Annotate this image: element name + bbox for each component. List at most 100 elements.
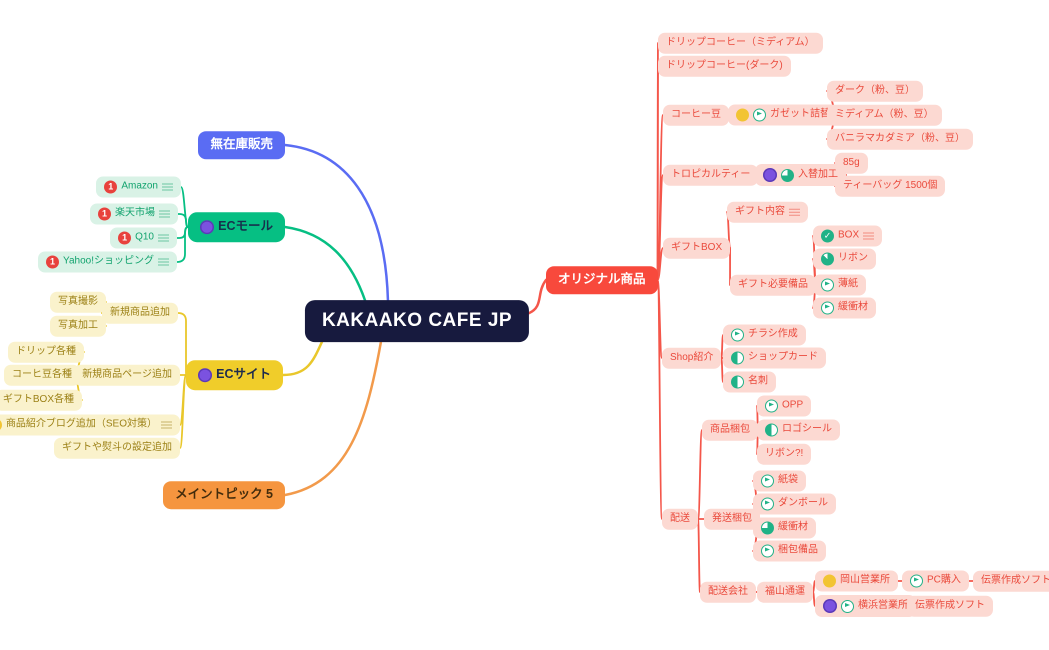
topic-usugami[interactable]: 薄紙 (813, 274, 866, 296)
topic-shop-shokai[interactable]: Shop紹介 (662, 347, 722, 369)
topic-main-topic-5[interactable]: メイントピック 5 (163, 481, 285, 509)
topic-blog-seo[interactable]: 商品紹介ブログ追加（SEO対策） (0, 414, 180, 436)
topic-label: オリジナル商品 (558, 272, 646, 287)
topic-kanshozai-hasso[interactable]: 緩衝材 (753, 517, 816, 539)
task-3-4-icon (761, 521, 774, 535)
topic-label: Amazon (121, 180, 158, 192)
topic-label: ギフト内容 (735, 205, 785, 217)
topic-danball[interactable]: ダンボール (753, 493, 836, 515)
topic-medium-kona-mame[interactable]: ミディアム（粉、豆） (827, 104, 942, 126)
topic-box[interactable]: BOX (813, 225, 883, 247)
topic-label: ドリップコーヒー(ダーク) (666, 59, 783, 71)
topic-label: 配送会社 (708, 585, 748, 597)
topic-label: ロゴシール (782, 423, 832, 435)
topic-tropical-tea[interactable]: トロピカルティー (663, 164, 759, 186)
topic-gift-noshi-settei[interactable]: ギフトや熨斗の設定追加 (54, 437, 180, 459)
topic-label: 写真撮影 (58, 295, 98, 307)
topic-hasso-konpo[interactable]: 発送梱包 (704, 508, 760, 530)
topic-drip-kakushu[interactable]: ドリップ各種 (8, 341, 84, 363)
task-start-icon (821, 278, 834, 292)
topic-label: ドリップコーヒー（ミディアム） (666, 36, 815, 48)
topic-kamibukuro[interactable]: 紙袋 (753, 470, 806, 492)
task-half-icon (765, 423, 778, 437)
topic-shashin-satsuei[interactable]: 写真撮影 (50, 291, 106, 313)
topic-gift-hitsuyo-bihin[interactable]: ギフト必要備品 (730, 274, 816, 296)
topic-q10[interactable]: Q10 (110, 227, 177, 249)
priority-1-icon (46, 255, 60, 269)
topic-label: 入替加工 (798, 168, 838, 180)
topic-label: 紙袋 (778, 474, 798, 486)
task-start-icon (761, 474, 774, 488)
topic-denpyo-soft-yokohama[interactable]: 伝票作成ソフト (907, 595, 993, 617)
task-done-icon (821, 229, 834, 243)
topic-coffee-mame[interactable]: コーヒー豆 (663, 104, 729, 126)
topic-kanshozai-gift[interactable]: 緩衝材 (813, 297, 876, 319)
topic-ec-mall[interactable]: ECモール (188, 212, 285, 242)
topic-label: BOX (838, 229, 860, 241)
topic-label: PC購入 (927, 574, 961, 586)
topic-g85[interactable]: 85g (835, 152, 868, 174)
topic-shinki-page-tsuika[interactable]: 新規商品ページ追加 (74, 364, 180, 386)
topic-denpyo-soft-okayama[interactable]: 伝票作成ソフト (973, 570, 1049, 592)
topic-shashin-kako[interactable]: 写真加工 (50, 315, 106, 337)
topic-meishi[interactable]: 名刺 (723, 371, 776, 393)
task-start-icon (753, 108, 766, 122)
topic-vanilla-macadamia[interactable]: バニラマカダミア（粉、豆） (827, 128, 973, 150)
task-start-icon (841, 599, 854, 613)
topic-haiso[interactable]: 配送 (662, 508, 698, 530)
topic-fukuyama-tsuun[interactable]: 福山通運 (757, 581, 813, 603)
topic-coffee-mame-kakushu[interactable]: コーヒ豆各種 (4, 364, 80, 386)
topic-yahoo-shopping[interactable]: Yahoo!ショッピング (38, 251, 177, 273)
topic-logo-seal[interactable]: ロゴシール (757, 419, 840, 441)
topic-label: 写真加工 (58, 319, 98, 331)
topic-original-shohin[interactable]: オリジナル商品 (546, 266, 658, 294)
topic-haiso-gaisha[interactable]: 配送会社 (700, 581, 756, 603)
topic-opp[interactable]: OPP (757, 395, 812, 417)
topic-label: チラシ作成 (748, 328, 798, 340)
topic-amazon[interactable]: Amazon (96, 176, 181, 198)
topic-okayama-eigyosho[interactable]: 岡山営業所 (815, 570, 898, 592)
topic-label: 85g (843, 156, 860, 168)
topic-shop-card[interactable]: ショップカード (723, 347, 826, 369)
topic-label: OPP (782, 399, 804, 411)
topic-konpo-bihin[interactable]: 梱包備品 (753, 540, 826, 562)
topic-ribbon-gift[interactable]: リボン (813, 248, 876, 270)
topic-label: 商品梱包 (710, 423, 750, 435)
topic-gift-box[interactable]: ギフトBOX (663, 237, 731, 259)
topic-label: 梱包備品 (778, 544, 818, 556)
topic-drip-coffee-dark[interactable]: ドリップコーヒー(ダーク) (658, 55, 791, 77)
notes-icon (789, 208, 800, 217)
topic-label: ダンボール (778, 497, 828, 509)
topic-label: コーヒ豆各種 (12, 368, 72, 380)
task-start-icon (765, 399, 778, 413)
topic-gift-naiyo[interactable]: ギフト内容 (727, 201, 808, 223)
topic-irekae-kako[interactable]: 入替加工 (755, 164, 846, 186)
topic-label: 発送梱包 (712, 512, 752, 524)
topic-rakuten-ichiba[interactable]: 楽天市場 (90, 203, 178, 225)
topic-label: 無在庫販売 (210, 137, 273, 152)
topic-dark-kona-mame[interactable]: ダーク（粉、豆） (827, 80, 923, 102)
topic-label: ショップカード (748, 351, 818, 363)
topic-label: リボン (838, 252, 868, 264)
notes-icon (863, 232, 875, 241)
topic-teabag-1500[interactable]: ティーバッグ 1500個 (835, 175, 946, 197)
priority-1-icon (104, 180, 118, 194)
topic-shinki-shohin-tsuika[interactable]: 新規商品追加 (102, 302, 178, 324)
topic-drip-coffee-medium[interactable]: ドリップコーヒー（ミディアム） (658, 32, 823, 54)
topic-shohin-konpo[interactable]: 商品梱包 (702, 419, 758, 441)
topic-ribbon-q[interactable]: リボン?! (757, 443, 812, 465)
topic-muzaiko-hanbai[interactable]: 無在庫販売 (198, 131, 285, 159)
topic-label: 新規商品ページ追加 (82, 368, 172, 380)
topic-gazette-tsumekae[interactable]: ガゼット詰替 (728, 104, 838, 126)
topic-yokohama-eigyosho[interactable]: 横浜営業所 (815, 595, 916, 617)
topic-giftbox-kakushu[interactable]: ギフトBOX各種 (0, 389, 82, 411)
topic-label: 商品紹介ブログ追加（SEO対策） (5, 418, 157, 430)
priority-1-icon (98, 207, 111, 221)
topic-label: リボン?! (765, 447, 804, 459)
task-half-icon (731, 351, 744, 365)
topic-pc-konyu[interactable]: PC購入 (902, 570, 969, 592)
topic-central[interactable]: KAKAAKO CAFE JP (304, 300, 530, 342)
topic-ec-site[interactable]: ECサイト (186, 360, 283, 390)
topic-chirashi-sakusei[interactable]: チラシ作成 (723, 324, 806, 346)
